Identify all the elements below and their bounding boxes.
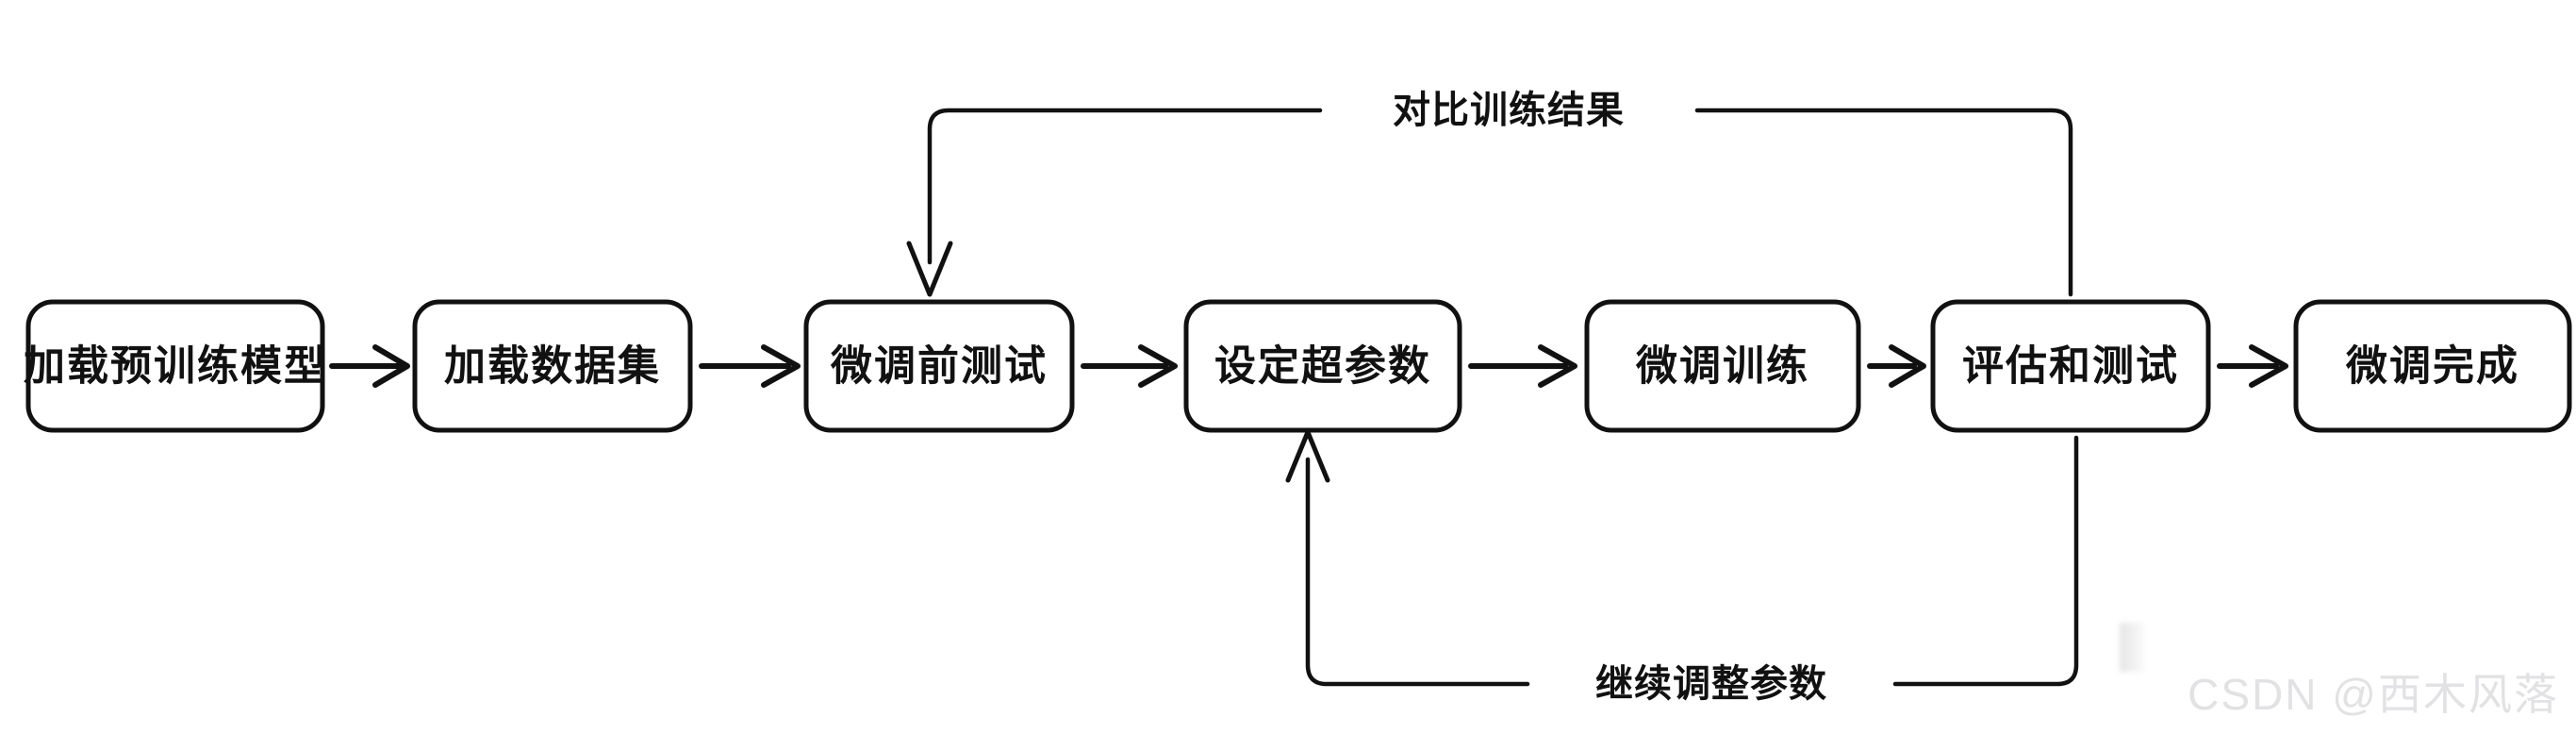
node-load-dataset[interactable]: 加载数据集: [412, 299, 693, 433]
node-label: 设定超参数: [1214, 343, 1431, 390]
edge-pre-finetune-test-to-set-hyperparameters: [1081, 344, 1178, 388]
node-label: 评估和测试: [1962, 343, 2179, 390]
feedback-loop-bottom-label: 继续调整参数: [1595, 663, 1827, 705]
node-label: 微调完成: [2345, 343, 2519, 390]
edge-set-hyperparameters-to-finetune-training: [1468, 344, 1577, 388]
node-finetune-complete[interactable]: 微调完成: [2293, 299, 2572, 433]
node-box[interactable]: [1183, 299, 1462, 433]
node-label: 微调前测试: [830, 343, 1048, 390]
edge-load-model-to-load-dataset: [329, 344, 410, 388]
node-box[interactable]: [803, 299, 1075, 433]
feedback-loop-compare-training-results: 对比训练结果: [906, 90, 2073, 297]
node-box[interactable]: [412, 299, 693, 433]
node-load-pretrained-model[interactable]: 加载预训练模型: [24, 299, 327, 433]
node-box[interactable]: [1930, 299, 2211, 433]
csdn-watermark: CSDN @西木风落: [2188, 670, 2559, 719]
node-evaluate-and-test[interactable]: 评估和测试: [1930, 299, 2211, 433]
node-set-hyperparameters[interactable]: 设定超参数: [1183, 299, 1462, 433]
node-label: 加载预训练模型: [24, 343, 327, 390]
node-label: 微调训练: [1635, 343, 1809, 390]
node-box[interactable]: [25, 299, 325, 433]
feedback-loop-top-label: 对比训练结果: [1393, 90, 1625, 131]
node-box[interactable]: [1584, 299, 1861, 433]
scan-smudge-artifact: [2120, 623, 2144, 672]
feedback-loop-continue-adjusting-parameters: 继续调整参数: [1285, 429, 2079, 705]
node-box[interactable]: [2293, 299, 2572, 433]
edge-evaluate-and-test-to-finetune-complete: [2217, 344, 2288, 388]
node-finetune-training[interactable]: 微调训练: [1584, 299, 1861, 433]
edge-finetune-training-to-evaluate-and-test: [1867, 344, 1926, 388]
node-label: 加载数据集: [444, 343, 661, 390]
node-pre-finetune-test[interactable]: 微调前测试: [803, 299, 1075, 433]
edge-load-dataset-to-pre-finetune-test: [699, 344, 801, 388]
